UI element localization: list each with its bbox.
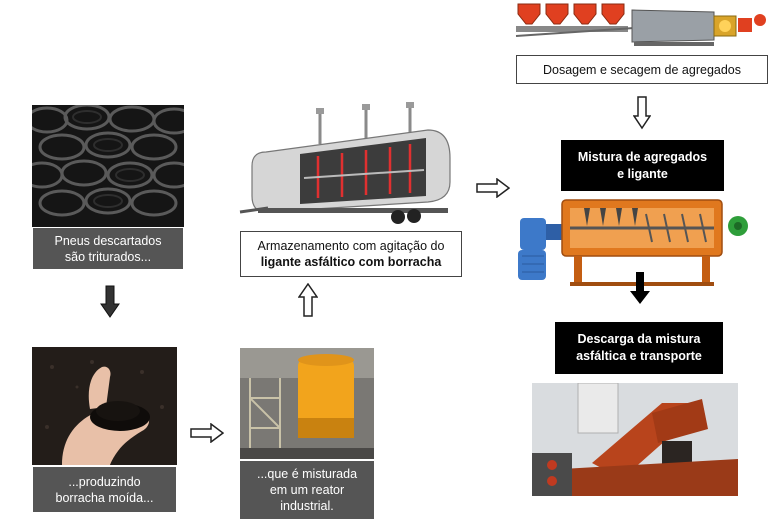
crumb-rubber-photo	[32, 347, 177, 465]
arrow-right-icon	[476, 178, 510, 203]
tires-caption: Pneus descartados são triturados...	[33, 228, 183, 269]
arrow-down-icon	[100, 285, 120, 324]
arrow-up-icon	[298, 283, 318, 322]
dosing-dryer-illustration	[514, 0, 770, 50]
dosing-caption: Dosagem e secagem de agregados	[516, 55, 768, 84]
storage-caption: Armazenamento com agitação do ligante as…	[240, 231, 462, 277]
discharge-photo	[532, 383, 738, 496]
mixing-caption: Mistura de agregados e ligante	[561, 140, 724, 191]
crumb-caption: ...produzindo borracha moída...	[33, 467, 176, 512]
storage-tank-illustration	[238, 100, 460, 225]
discharge-caption: Descarga da mistura asfáltica e transpor…	[555, 322, 723, 374]
reactor-photo	[240, 348, 374, 459]
arrow-down-outline-icon	[633, 96, 651, 135]
tires-photo	[32, 105, 184, 227]
reactor-caption: ...que é misturada em um reator industri…	[240, 461, 374, 519]
arrow-right-icon	[190, 423, 224, 448]
arrow-down-solid-icon	[629, 271, 651, 310]
